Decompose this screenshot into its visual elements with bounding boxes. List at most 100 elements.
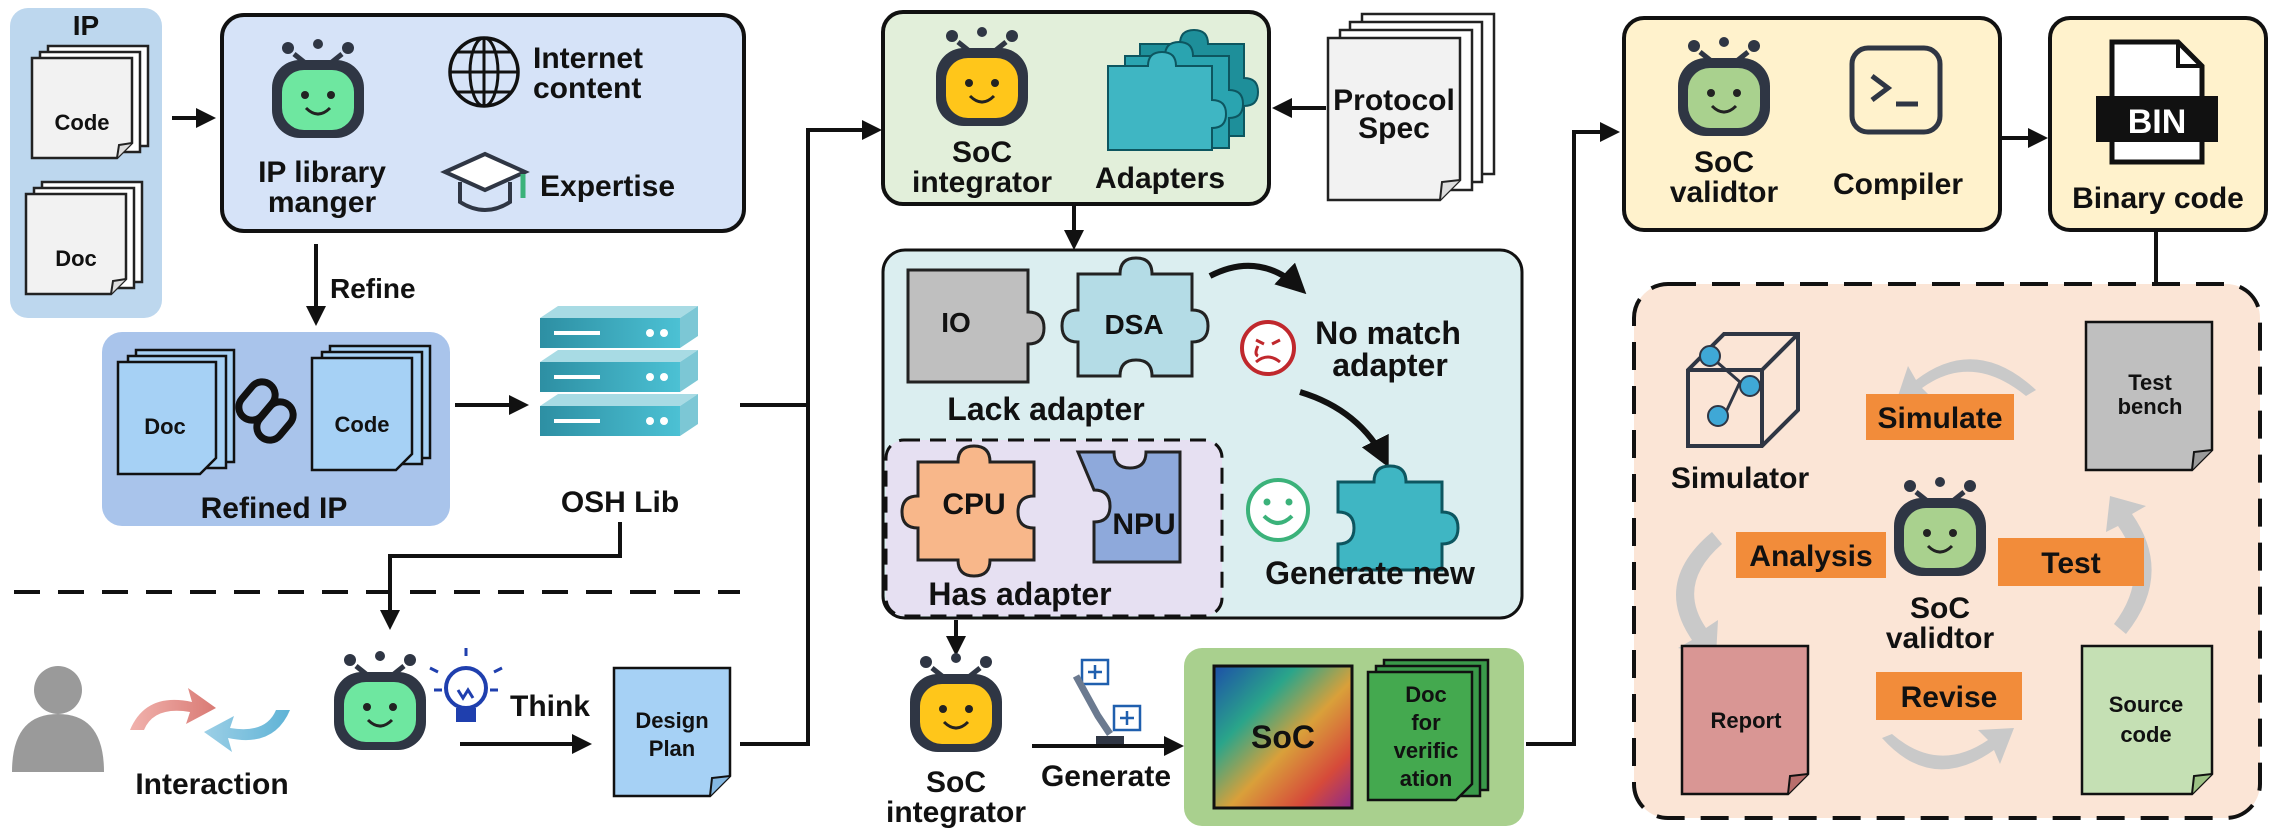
refine-label: Refine <box>330 273 416 304</box>
npu-label: NPU <box>1112 508 1175 541</box>
graduation-cap-icon <box>440 151 530 212</box>
soc-output-panel: SoC Doc for verific ation <box>1184 648 1524 826</box>
report-label: Report <box>1711 708 1783 733</box>
simulate-curved-arrow <box>1896 359 2036 402</box>
io-puzzle-icon <box>906 268 1046 384</box>
refined-doc-label: Doc <box>144 414 186 439</box>
simulate-badge <box>1866 394 2014 440</box>
dsa-label: DSA <box>1104 309 1163 340</box>
validator-panel: SoC validtor Compiler <box>1622 16 2002 232</box>
analysis-label: Analysis <box>1749 540 1872 573</box>
arrow-to-generate-new <box>1299 389 1389 468</box>
robot-validator-loop-icon <box>1894 477 1986 576</box>
soc-integrator-panel: SoC integrator Adapters <box>881 10 1271 206</box>
analysis-badge <box>1736 532 1886 578</box>
protocol-line1: Protocol <box>1333 84 1455 117</box>
verification-doc-line3: verific <box>1394 738 1459 763</box>
validator-loop-line2: validtor <box>1886 622 1995 655</box>
ip-panel: IP Code Doc <box>10 8 162 318</box>
protocol-line2: Spec <box>1358 112 1430 145</box>
source-code-doc <box>2080 644 2214 796</box>
user-icon <box>12 666 104 772</box>
ip-doc-label: Doc <box>55 246 97 271</box>
analysis-curved-arrow <box>1676 532 1722 656</box>
robot-green-icon <box>272 39 364 138</box>
protocol-spec-doc <box>1326 12 1496 202</box>
arrow-lib-to-planner <box>380 522 622 630</box>
adapter-matching-panel: IO DSA No match adapter Lack adapter CPU… <box>881 248 1524 620</box>
generate-label: Generate <box>1041 760 1171 793</box>
arrow-plan-to-integrator <box>740 405 810 746</box>
verification-doc-stack <box>1366 658 1490 802</box>
ip-doc-stack <box>24 180 144 296</box>
dsa-puzzle-icon <box>1060 256 1210 378</box>
compiler-label: Compiler <box>1833 168 1963 201</box>
robot-green-planner-icon <box>334 651 426 750</box>
soc-chip-icon <box>1212 664 1354 810</box>
sad-face-icon <box>1240 320 1296 376</box>
verification-doc-line4: ation <box>1400 766 1453 791</box>
generate-new-label: Generate new <box>1265 555 1475 591</box>
soc-chip-label: SoC <box>1251 719 1315 755</box>
ip-manager-line1: IP library <box>258 156 386 189</box>
ip-manager-line2: manger <box>268 186 377 219</box>
interaction-arrow-up-icon <box>130 688 216 730</box>
interaction-label: Interaction <box>135 768 288 801</box>
verification-doc-line2: for <box>1411 710 1441 735</box>
new-adapter-puzzle-icon <box>1336 464 1460 572</box>
robot-yellow-icon <box>936 27 1028 126</box>
terminal-icon <box>1849 45 1943 135</box>
server-stack-icon <box>540 306 698 436</box>
refined-doc-stack <box>116 348 236 476</box>
design-plan-doc <box>612 666 732 798</box>
robot-pale-green-icon <box>1678 37 1770 136</box>
npu-puzzle-icon <box>1075 450 1182 564</box>
test-badge <box>1998 538 2144 586</box>
soc-integrator-bottom-line1: SoC <box>926 766 986 799</box>
soc-integrator-bottom-line2: integrator <box>886 796 1026 829</box>
interaction-arrow-down-icon <box>204 710 290 752</box>
bin-icon-text: BIN <box>2128 103 2187 141</box>
internet-line2: content <box>533 72 641 105</box>
soc-integrator-line1: SoC <box>952 136 1012 169</box>
test-curved-arrow <box>2106 496 2152 634</box>
simulator-label: Simulator <box>1671 462 1810 495</box>
validator-loop-line1: SoC <box>1910 592 1970 625</box>
source-code-line1: Source <box>2109 692 2184 717</box>
has-adapter-label: Has adapter <box>928 576 1111 612</box>
bin-file-icon <box>2096 39 2218 165</box>
binary-code-label: Binary code <box>2072 182 2244 215</box>
test-bench-line1: Test <box>2128 370 2172 395</box>
internet-line1: Internet <box>533 42 643 75</box>
report-doc <box>1680 644 1810 796</box>
revise-label: Revise <box>1901 681 1998 714</box>
no-match-line1: No match <box>1315 315 1461 351</box>
lack-adapter-label: Lack adapter <box>947 391 1144 427</box>
osh-lib-label: OSH Lib <box>561 486 679 519</box>
ip-title: IP <box>73 10 99 41</box>
ip-manager-panel: IP library manger Internet content Exper… <box>220 13 746 233</box>
validator-line1: SoC <box>1694 146 1754 179</box>
cpu-puzzle-icon <box>900 444 1036 578</box>
source-code-line2: code <box>2120 722 2171 747</box>
expertise-label: Expertise <box>540 170 675 203</box>
io-label: IO <box>941 307 971 338</box>
refined-ip-title: Refined IP <box>201 492 348 525</box>
revise-curved-arrow <box>1882 728 2014 770</box>
globe-icon <box>448 36 520 108</box>
link-icon <box>235 378 297 444</box>
no-match-line2: adapter <box>1332 347 1448 383</box>
lightbulb-icon <box>429 648 503 722</box>
ip-code-doc-stack <box>30 44 150 160</box>
test-bench-doc <box>2084 320 2214 472</box>
refined-code-stack <box>310 344 432 472</box>
soc-integrator-line2: integrator <box>912 166 1052 199</box>
ip-code-label: Code <box>55 110 110 135</box>
refined-ip-panel: Doc Code Refined IP <box>102 332 450 526</box>
verification-doc-line1: Doc <box>1405 682 1447 707</box>
verification-loop-panel: Simulator Test bench Simulate SoC validt… <box>1632 282 2262 820</box>
arrow-lib-to-integrator <box>740 120 882 407</box>
validator-line2: validtor <box>1670 176 1779 209</box>
binary-code-panel: BIN Binary code <box>2048 16 2268 232</box>
